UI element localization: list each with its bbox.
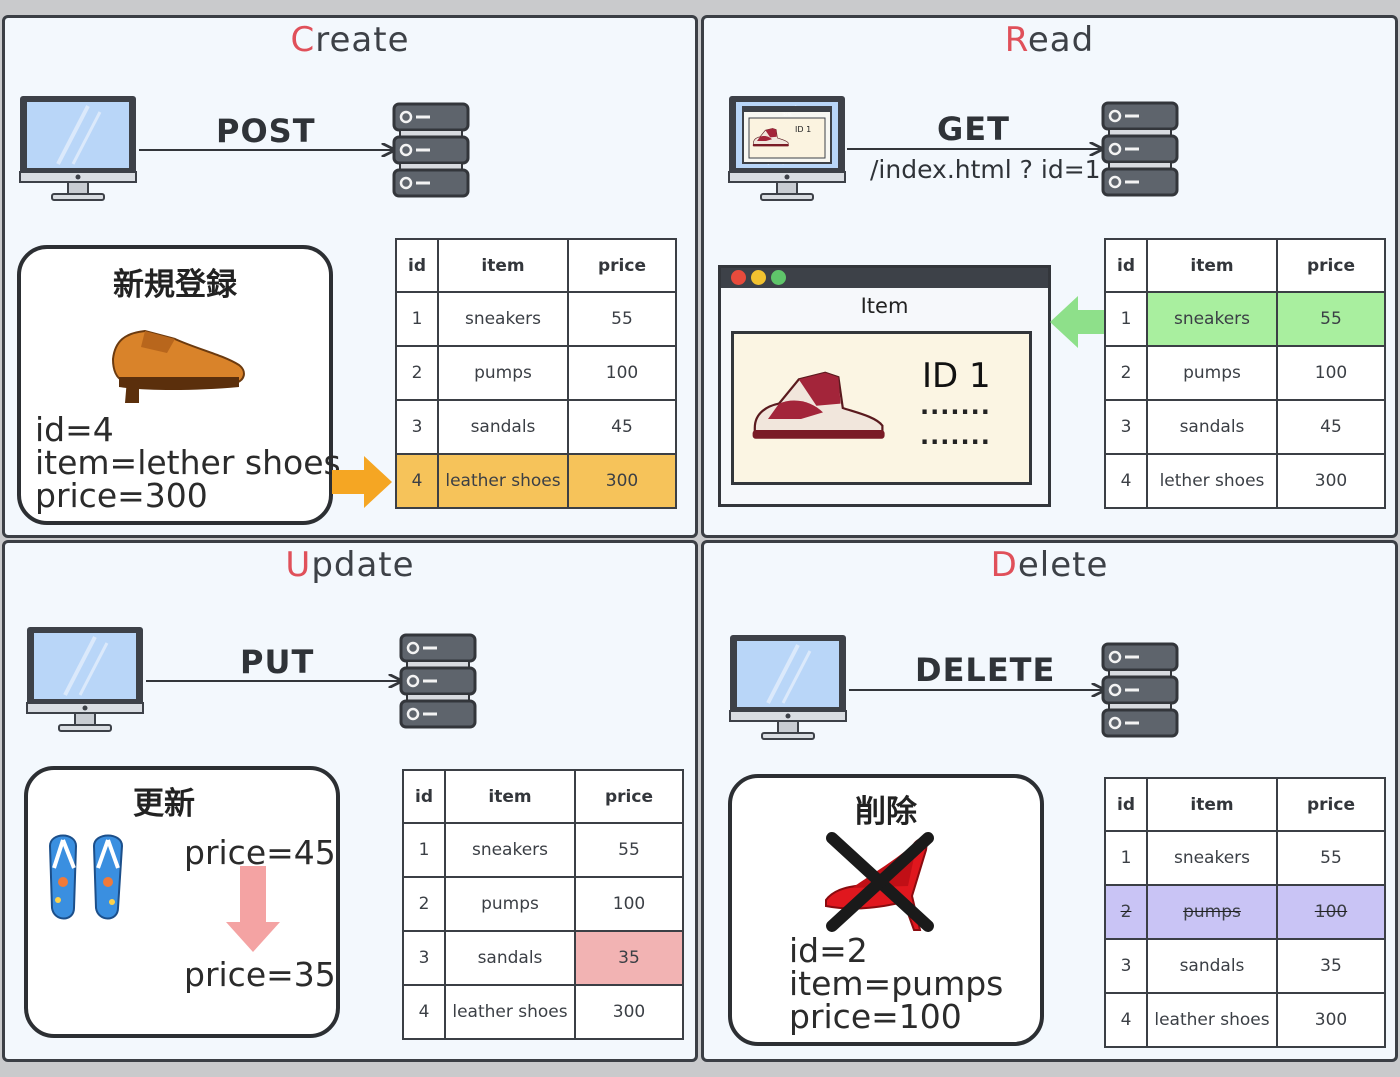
svg-text:ID 1: ID 1 bbox=[795, 125, 811, 134]
get-method-label: GET bbox=[937, 110, 1010, 148]
delete-method-label: DELETE bbox=[915, 651, 1056, 689]
server-icon bbox=[1101, 642, 1179, 738]
client-monitor-icon bbox=[728, 633, 848, 741]
request-arrow bbox=[146, 669, 408, 693]
post-method-label: POST bbox=[216, 112, 316, 150]
delete-record-card: 削除 id=2 item=pumps price=100 bbox=[728, 774, 1044, 1046]
minimize-dot-icon bbox=[751, 270, 766, 285]
record-item: item=lether shoes bbox=[35, 443, 341, 482]
updated-price-cell: 35 bbox=[574, 930, 684, 986]
card-title: 更新 bbox=[133, 786, 195, 822]
browser-window: Item ID 1 ······· ······· bbox=[718, 265, 1051, 507]
request-arrow bbox=[849, 678, 1111, 702]
new-price: price=35 bbox=[184, 955, 336, 994]
maximize-dot-icon bbox=[771, 270, 786, 285]
client-monitor-icon: item ID 1 bbox=[727, 94, 847, 202]
detail-dots-2: ······· bbox=[920, 428, 991, 456]
record-item: item=pumps bbox=[789, 964, 1004, 1003]
request-arrow bbox=[847, 137, 1109, 161]
delete-panel: Delete DELETE 削除 id=2 item=pumps price=1… bbox=[701, 540, 1398, 1062]
card-title: 削除 bbox=[855, 794, 917, 830]
change-arrow bbox=[226, 866, 280, 952]
old-price: price=45 bbox=[184, 833, 336, 872]
flip-flops-icon bbox=[48, 834, 124, 920]
put-method-label: PUT bbox=[240, 643, 315, 681]
record-id: id=2 bbox=[789, 931, 868, 970]
request-path: /index.html ? id=1 bbox=[870, 155, 1101, 184]
record-id: id=4 bbox=[35, 410, 114, 449]
browser-titlebar bbox=[721, 268, 1048, 288]
sneaker-icon bbox=[751, 371, 886, 440]
leather-shoe-icon bbox=[111, 329, 245, 403]
item-id: ID 1 bbox=[922, 356, 991, 396]
server-icon bbox=[1101, 101, 1179, 197]
server-icon bbox=[392, 102, 470, 198]
new-record-card: 新規登録 id=4 item=lether shoes price=300 bbox=[17, 245, 341, 525]
create-title: Create bbox=[290, 20, 410, 60]
item-detail-card: ID 1 ······· ······· bbox=[731, 331, 1032, 485]
response-arrow bbox=[1050, 296, 1106, 348]
client-monitor-icon bbox=[25, 625, 145, 733]
close-dot-icon bbox=[731, 270, 746, 285]
update-title: Update bbox=[285, 545, 415, 585]
detail-dots-1: ······· bbox=[920, 398, 991, 426]
red-pumps-icon bbox=[825, 832, 934, 932]
svg-text:item: item bbox=[782, 112, 791, 117]
request-arrow bbox=[139, 138, 401, 162]
create-panel: Create POST 新規登録 id=4 item=lether shoes … bbox=[2, 15, 698, 538]
read-title: Read bbox=[1004, 20, 1095, 60]
delete-title: Delete bbox=[990, 545, 1109, 585]
read-panel: Read item ID 1 GET /index.html ? id=1 It… bbox=[701, 15, 1398, 538]
record-price: price=100 bbox=[789, 997, 962, 1036]
update-record-card: 更新 price=45 price=35 bbox=[24, 766, 340, 1038]
server-icon bbox=[399, 633, 477, 729]
client-monitor-icon bbox=[18, 94, 138, 202]
record-price: price=300 bbox=[35, 476, 208, 515]
insert-arrow bbox=[332, 456, 392, 508]
card-title: 新規登録 bbox=[113, 267, 237, 303]
browser-heading: Item bbox=[860, 294, 909, 318]
